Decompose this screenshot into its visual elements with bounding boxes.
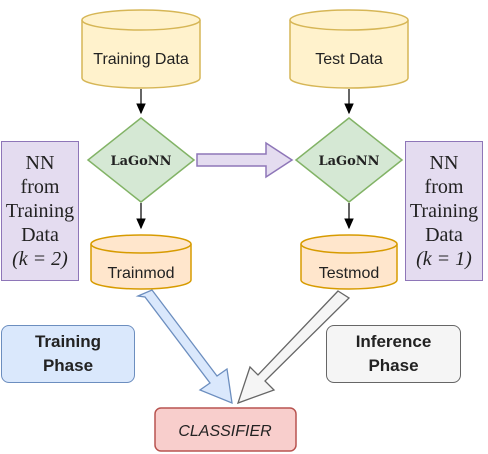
lagonn-left-diamond: LaGoNN: [86, 117, 196, 203]
nn-left-line4: Data: [21, 224, 59, 246]
trainmod-label: Trainmod: [108, 265, 175, 282]
nn-right-line1: NN: [429, 152, 459, 174]
classifier-box: CLASSIFIER: [154, 407, 297, 452]
nn-right-line5: (k = 1): [416, 248, 472, 270]
testmod-to-classifier-arrow: [236, 290, 351, 405]
nn-left-box: NN from Training Data (k = 2): [1, 141, 79, 281]
inference-phase-line1: Inference: [355, 332, 432, 351]
lagonn-right-diamond: LaGoNN: [294, 117, 404, 203]
nn-left-line2: from: [20, 176, 60, 198]
nn-right-box: NN from Training Data (k = 1): [405, 141, 483, 281]
training-data-cylinder: Training Data: [81, 9, 201, 89]
inference-phase-box: Inference Phase: [326, 325, 461, 383]
nn-right-line4: Data: [425, 224, 463, 246]
test-data-label: Test Data: [315, 51, 383, 68]
inference-phase-line2: Phase: [368, 356, 419, 375]
testmod-cylinder: Testmod: [300, 234, 398, 290]
training-data-label: Training Data: [93, 51, 189, 68]
lagonn-left-label: LaGoNN: [110, 154, 171, 169]
lagonn-right-label: LaGoNN: [318, 154, 379, 169]
nn-left-line5: (k = 2): [12, 248, 68, 270]
training-phase-box: Training Phase: [1, 325, 135, 383]
classifier-label: CLASSIFIER: [178, 423, 272, 440]
nn-right-line2: from: [424, 176, 464, 198]
test-data-cylinder: Test Data: [289, 9, 409, 89]
trainmod-cylinder: Trainmod: [90, 234, 192, 290]
nn-left-line1: NN: [25, 152, 55, 174]
training-phase-line2: Phase: [42, 356, 94, 375]
nn-left-line3: Training: [5, 200, 75, 222]
trainmod-to-classifier-arrow: [135, 289, 233, 405]
training-phase-line1: Training: [34, 332, 102, 351]
lagonn-transfer-arrow: [196, 141, 294, 179]
nn-right-line3: Training: [409, 200, 479, 222]
testmod-label: Testmod: [319, 265, 379, 282]
